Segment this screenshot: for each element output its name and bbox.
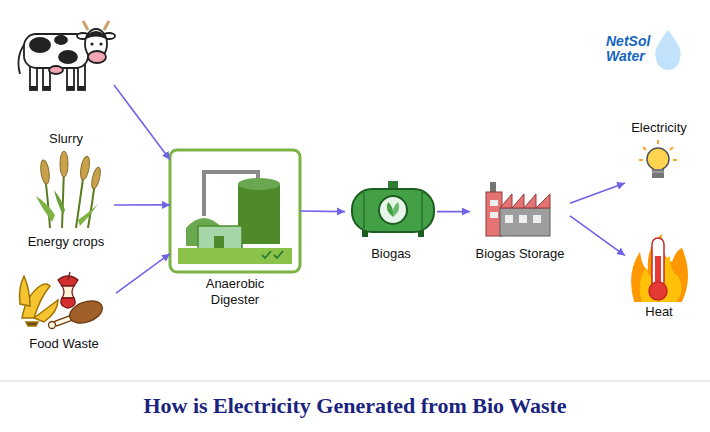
flow-arrow: [114, 204, 170, 206]
node-label: Electricity: [631, 120, 687, 136]
node-label: Energy crops: [28, 234, 105, 250]
node-label: Biogas: [371, 246, 411, 262]
node-label: Food Waste: [29, 336, 99, 352]
flow-arrow: [570, 183, 625, 203]
digester-box: Anaerobic Digester: [170, 150, 300, 272]
storage-node: Biogas Storage: [470, 178, 570, 262]
source-node: Slurry: [18, 12, 114, 147]
node-label: Anaerobic Digester: [189, 276, 281, 308]
node-label: Slurry: [49, 131, 83, 147]
flow-arrow: [437, 211, 470, 213]
flow-arrow: [300, 210, 345, 212]
flow-arrow: [114, 85, 170, 160]
watermark-logo: NetSol Water: [606, 34, 672, 64]
node-label: Biogas Storage: [476, 246, 565, 262]
diagram-title: How is Electricity Generated from Bio Wa…: [0, 393, 710, 419]
output-node: Electricity: [625, 120, 693, 190]
flow-arrow: [570, 216, 625, 256]
biogas-node: Biogas: [345, 178, 437, 262]
source-node: Food Waste: [12, 268, 116, 352]
output-node: Heat: [625, 228, 693, 320]
node-label: Heat: [645, 304, 672, 320]
source-node: Energy crops: [18, 160, 114, 250]
flow-arrow: [116, 254, 170, 294]
